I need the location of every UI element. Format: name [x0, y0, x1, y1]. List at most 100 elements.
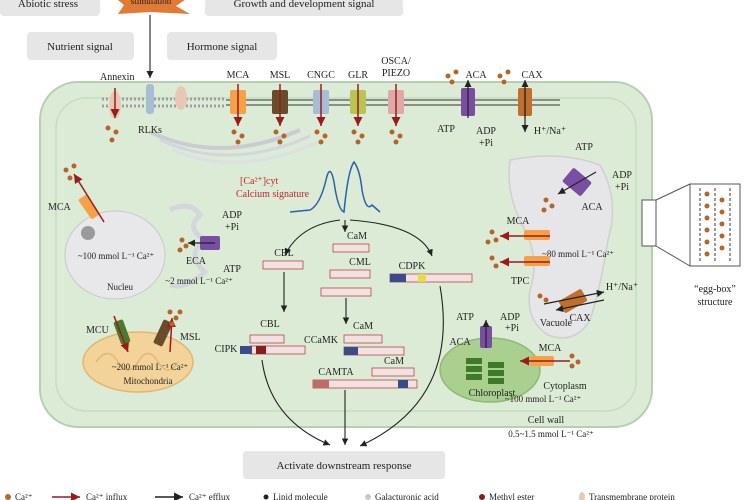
cax-exchanger-pm: CAX H⁺/Na⁺	[518, 70, 566, 137]
camta-cam-label: CaM	[384, 356, 404, 367]
growth-signal-label: Growth and development signal	[234, 0, 375, 10]
ccamk-domain	[343, 334, 405, 356]
svg-text:MCA: MCA	[227, 70, 251, 81]
svg-text:H⁺/Na⁺: H⁺/Na⁺	[534, 126, 566, 137]
egg-box-pointer	[641, 199, 657, 247]
chloro-concentration: ~100 mmol L⁻¹ Ca²⁺	[505, 394, 582, 404]
vacuole-mca-label: MCA	[507, 216, 531, 227]
cax-calcium-ions	[537, 293, 549, 303]
nutrient-signal-label: Nutrient signal	[47, 41, 113, 53]
cipk-domain	[240, 334, 306, 355]
tpc-channel	[500, 256, 550, 267]
legend-galacturonic: Galacturonic acid	[375, 492, 439, 500]
eca-pump	[188, 236, 220, 250]
arrow-cdpk-response	[359, 285, 444, 447]
hormone-signal-box	[167, 32, 277, 60]
osca-piezo-channel: OSCA/ PIEZO	[381, 56, 411, 126]
legend-methyl: Methyl ester	[489, 492, 534, 500]
vacuole-mca-channel	[500, 230, 550, 241]
msl-channel: MSL	[270, 70, 291, 126]
mitochondrion-cristae	[95, 352, 179, 371]
chloro-calcium-ions	[569, 353, 581, 369]
mito-calcium-ions	[167, 309, 183, 327]
downstream-response-label: Activate downstream response	[276, 460, 411, 472]
membrane-swirl	[159, 134, 311, 157]
vacuole-aca-pump	[557, 168, 597, 196]
eca-atp-label: ATP	[223, 264, 241, 275]
vacuole-cax-exchanger	[543, 289, 605, 313]
chloro-atp-label: ATP	[456, 312, 474, 323]
abiotic-stress-label: Abiotic stress	[18, 0, 78, 10]
nucleus-calcium-ions	[63, 163, 77, 181]
cbl-label: CBL	[274, 248, 293, 259]
growth-signal-box	[205, 0, 403, 16]
chloro-aca-pump	[480, 320, 492, 348]
eca-adp-label: ADP	[222, 210, 242, 221]
cacyt-label: [Ca²⁺]cyt	[240, 176, 278, 187]
aca-pump-pm: ACA ATP ADP +Pi	[437, 70, 496, 149]
legend-calcium-marker	[5, 494, 11, 500]
legend-lipid-marker	[263, 494, 269, 500]
nucleus-mca-label: MCA	[48, 202, 72, 213]
cml-domain	[329, 269, 371, 279]
chloro-mca-channel	[520, 356, 570, 366]
eca-calcium-ions	[177, 237, 189, 253]
vacuole-h-na-label: H⁺/Na⁺	[606, 282, 638, 293]
svg-text:GLR: GLR	[348, 70, 368, 81]
chloro-aca-label: ACA	[449, 337, 471, 348]
legend-methyl-marker	[479, 494, 485, 500]
svg-text:ADP: ADP	[476, 126, 496, 137]
cipk-label: CIPK	[215, 344, 239, 355]
svg-text:ACA: ACA	[465, 70, 487, 81]
cml-domain-2	[320, 287, 372, 297]
cbl-lower-label: CBL	[260, 319, 279, 330]
vacuole-label: Vacuole	[540, 318, 573, 329]
membrane-swirl	[171, 140, 319, 164]
chloroplast-label: Chloroplast	[469, 388, 516, 399]
abiotic-stress-box	[0, 0, 100, 16]
calcium-signature-trace	[289, 160, 381, 214]
svg-text:OSCA/: OSCA/	[381, 56, 411, 67]
cell-wall-label: Cell wall	[528, 415, 565, 426]
legend-transmembrane: Transmembrane protein	[589, 492, 675, 500]
ccamk-cam-label: CaM	[353, 321, 373, 332]
calcium-signature-label: Calcium signature	[236, 189, 310, 200]
cell-inner-edge	[55, 97, 637, 412]
vacuole-atp-label: ATP	[575, 142, 593, 153]
egg-box-zoom-line	[655, 183, 691, 201]
vacuole-adp-label: ADP	[612, 170, 632, 181]
cytoplasm-label: Cytoplasm	[543, 381, 587, 392]
cell-wall-concentration: 0.5~1.5 mmol L⁻¹ Ca²⁺	[508, 429, 594, 439]
cam-domain	[332, 243, 370, 253]
cbl-domain	[262, 260, 304, 270]
vacuole-mca-calcium	[485, 229, 499, 245]
egg-box-panel	[689, 183, 741, 267]
stimulation-label: stimulation	[131, 0, 172, 6]
chloro-adp-label: ADP	[500, 312, 520, 323]
ccamk-label: CCaMK	[304, 335, 339, 346]
transmembrane-protein	[175, 86, 187, 110]
svg-text:PIEZO: PIEZO	[382, 68, 410, 79]
nucleus-label: Nucleu	[107, 282, 133, 292]
arrow-to-cdpk	[349, 219, 433, 257]
legend: Ca²⁺ Ca²⁺ influx Ca²⁺ efflux Lipid molec…	[5, 492, 675, 500]
arrow-to-cbl	[284, 219, 341, 256]
downstream-response-box	[243, 451, 445, 479]
glr-channel: GLR	[348, 70, 368, 126]
nutrient-signal-box	[27, 32, 134, 60]
legend-transmembrane-marker	[579, 492, 585, 500]
cml-label: CML	[349, 257, 371, 268]
svg-text:CNGC: CNGC	[307, 70, 335, 81]
mcu-channel	[113, 315, 131, 353]
egg-box-calcium	[704, 191, 725, 257]
egg-box-chains	[699, 188, 731, 262]
egg-box-zoom-line	[655, 245, 691, 267]
cngc-channel: CNGC	[307, 70, 335, 126]
svg-text:MSL: MSL	[270, 70, 291, 81]
camta-domain	[312, 367, 418, 389]
legend-efflux: Ca²⁺ efflux	[189, 492, 231, 500]
mca-channel: MCA	[227, 70, 251, 126]
legend-calcium: Ca²⁺	[15, 492, 33, 500]
legend-influx: Ca²⁺ influx	[86, 492, 128, 500]
